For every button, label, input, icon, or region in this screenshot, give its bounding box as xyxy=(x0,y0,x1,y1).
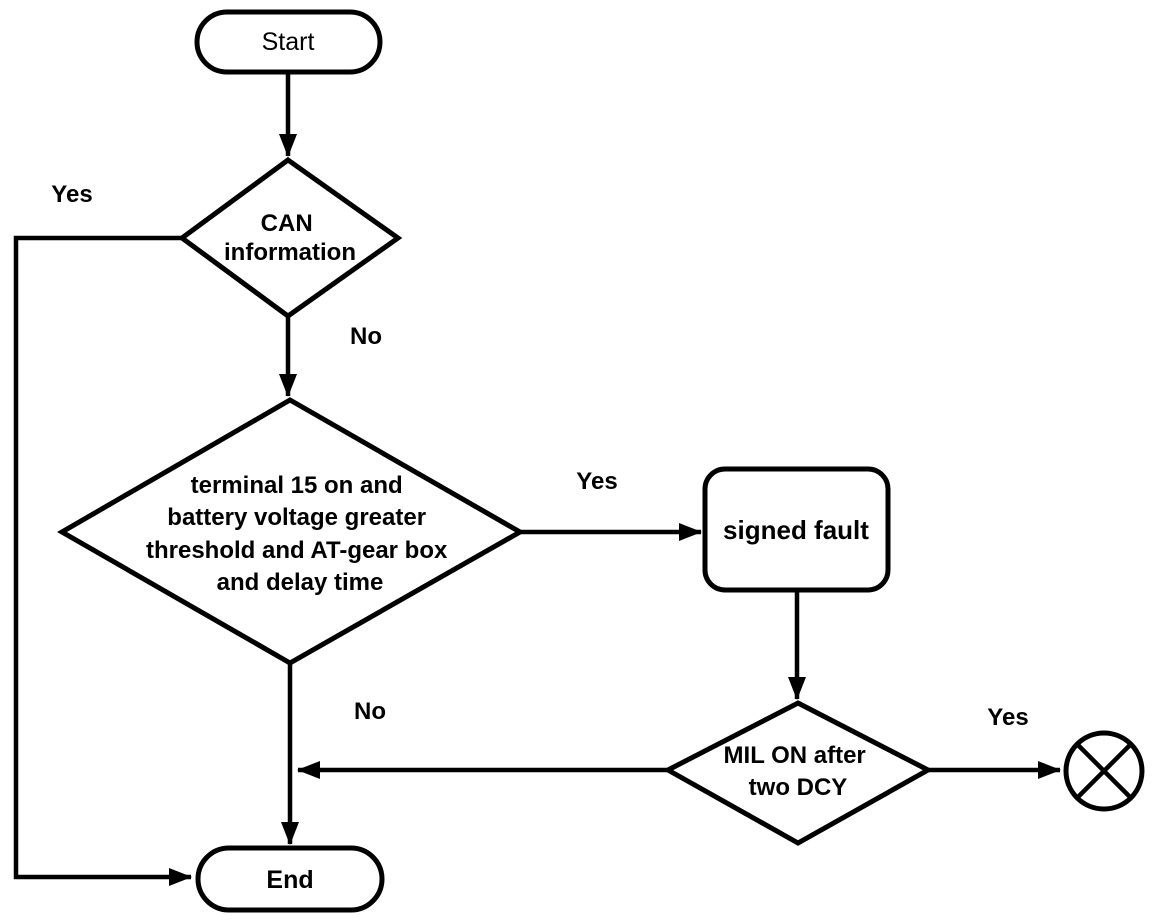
end-node xyxy=(195,845,385,913)
edge-label-conditions-yes: Yes xyxy=(576,468,617,495)
can-information-decision xyxy=(177,156,403,320)
conditions-label-line1: terminal 15 on and xyxy=(191,472,403,499)
end-label: End xyxy=(266,866,313,894)
signed-fault-label: signed fault xyxy=(723,515,869,545)
mil-on-label-line1: MIL ON after xyxy=(724,742,866,769)
can-information-label: CAN information xyxy=(224,210,356,266)
edge-label-can-no: No xyxy=(350,323,382,350)
edge-can-yes-to-end xyxy=(13,235,192,886)
edge-label-conditions-no: No xyxy=(354,698,386,725)
signed-fault-process xyxy=(702,466,891,593)
start-node xyxy=(194,9,383,75)
conditions-label-line3: threshold and AT-gear box xyxy=(146,537,448,564)
can-information-label-line2: information xyxy=(224,239,356,266)
start-label: Start xyxy=(262,28,315,56)
edge-label-mil-yes: Yes xyxy=(987,704,1028,731)
can-information-label-line1: CAN xyxy=(261,210,313,237)
mil-on-decision xyxy=(662,700,934,846)
mil-on-label: MIL ON after two DCY xyxy=(724,742,873,801)
edge-label-can-yes: Yes xyxy=(51,181,92,208)
mil-on-label-line2: two DCY xyxy=(749,774,848,801)
crossed-circle-icon xyxy=(1063,730,1145,812)
conditions-label: terminal 15 on and battery voltage great… xyxy=(146,472,454,596)
conditions-label-line2: battery voltage greater xyxy=(167,504,426,531)
conditions-label-line4: and delay time xyxy=(217,569,384,596)
conditions-decision xyxy=(56,397,526,666)
